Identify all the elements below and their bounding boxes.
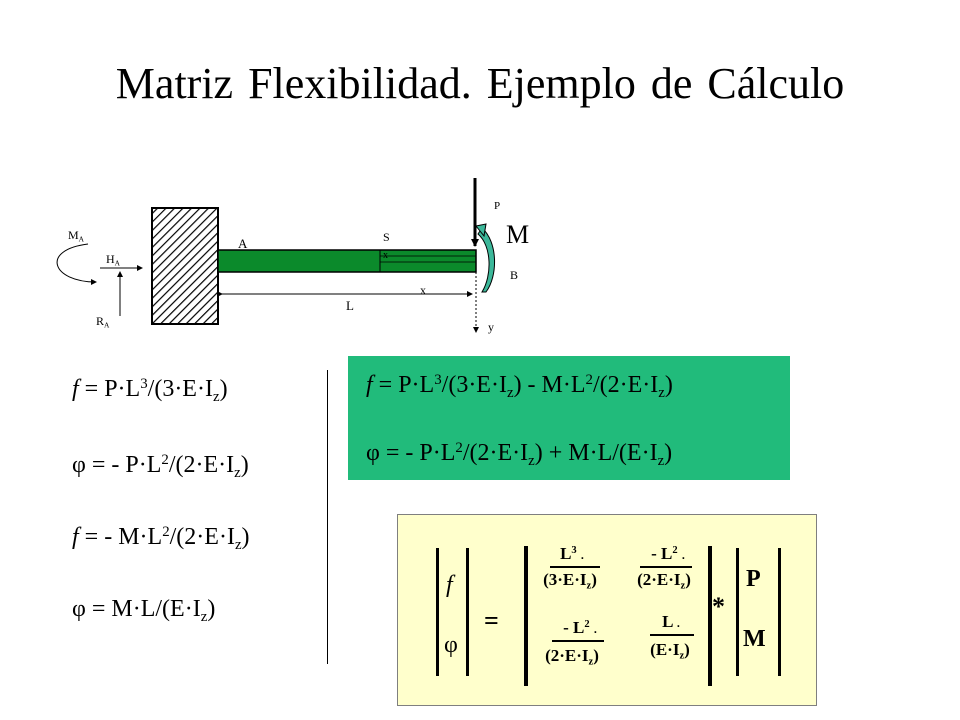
divider [327, 370, 328, 664]
label-P: P [494, 200, 501, 212]
label-S: S [383, 230, 390, 244]
equation-f-M: f = - M·L2/(2·E·Iz) [72, 523, 250, 554]
label-L: L [346, 298, 354, 313]
combined-equation-phi: φ = - P·L2/(2·E·Iz) + M·L/(E·Iz) [366, 439, 673, 470]
fixed-support [151, 207, 219, 325]
matrix-a21-den: (2·E·Iz) [545, 646, 599, 668]
vector-phi: φ [444, 632, 458, 658]
matrix-a12-bar [640, 566, 692, 568]
matrix-right-bar [708, 546, 712, 686]
label-HA: HA [106, 252, 121, 268]
matrix-a22-den: (E·Iz) [650, 640, 690, 662]
matrix-a11-den: (3·E·Iz) [543, 570, 597, 592]
vector-f: f [446, 572, 453, 598]
matrix-a12-den: (2·E·Iz) [637, 570, 691, 592]
matrix-left-bar [524, 546, 528, 686]
label-RA: RA [96, 314, 110, 330]
vector-right-bar [466, 548, 469, 676]
matrix-a21-num: - L2 . [563, 618, 597, 637]
matrix-a11-bar [550, 566, 600, 568]
combined-equations-box [348, 356, 790, 480]
equation-phi-P: φ = - P·L2/(2·E·Iz) [72, 451, 249, 482]
moment-M-arrow [477, 227, 496, 293]
page-title: Matriz Flexibilidad. Ejemplo de Cálculo [115, 59, 845, 108]
load-vector-left-bar [736, 548, 739, 676]
combined-equation-f: f = P·L3/(3·E·Iz) - M·L2/(2·E·Iz) [366, 371, 673, 402]
multiply-sign: * [712, 592, 725, 621]
matrix-a22-num: L . [662, 612, 680, 631]
beam [217, 249, 477, 273]
reaction-ma-arc [56, 243, 97, 285]
label-MA: MA [68, 228, 85, 244]
matrix-a22-bar [650, 634, 694, 636]
matrix-a21-bar [552, 640, 604, 642]
matrix-box [397, 514, 817, 706]
vector-left-bar [436, 548, 439, 676]
equation-phi-M: φ = M·L/(E·Iz) [72, 596, 216, 626]
label-B: B [510, 268, 519, 282]
vector-P: P [746, 566, 761, 592]
equation-f-P: f = P·L3/(3·E·Iz) [72, 375, 228, 406]
vector-M: M [743, 626, 766, 652]
cantilever-diagram [56, 178, 496, 333]
label-A: A [238, 236, 248, 251]
label-M: M [506, 220, 530, 249]
label-x-small: x [383, 250, 388, 261]
load-vector-right-bar [778, 548, 781, 676]
label-y: y [488, 320, 494, 334]
equals-sign: = [484, 606, 499, 635]
label-x: x [420, 283, 426, 297]
matrix-a11-num: L3 . [560, 544, 584, 563]
matrix-a12-num: - L2 . [651, 544, 685, 563]
